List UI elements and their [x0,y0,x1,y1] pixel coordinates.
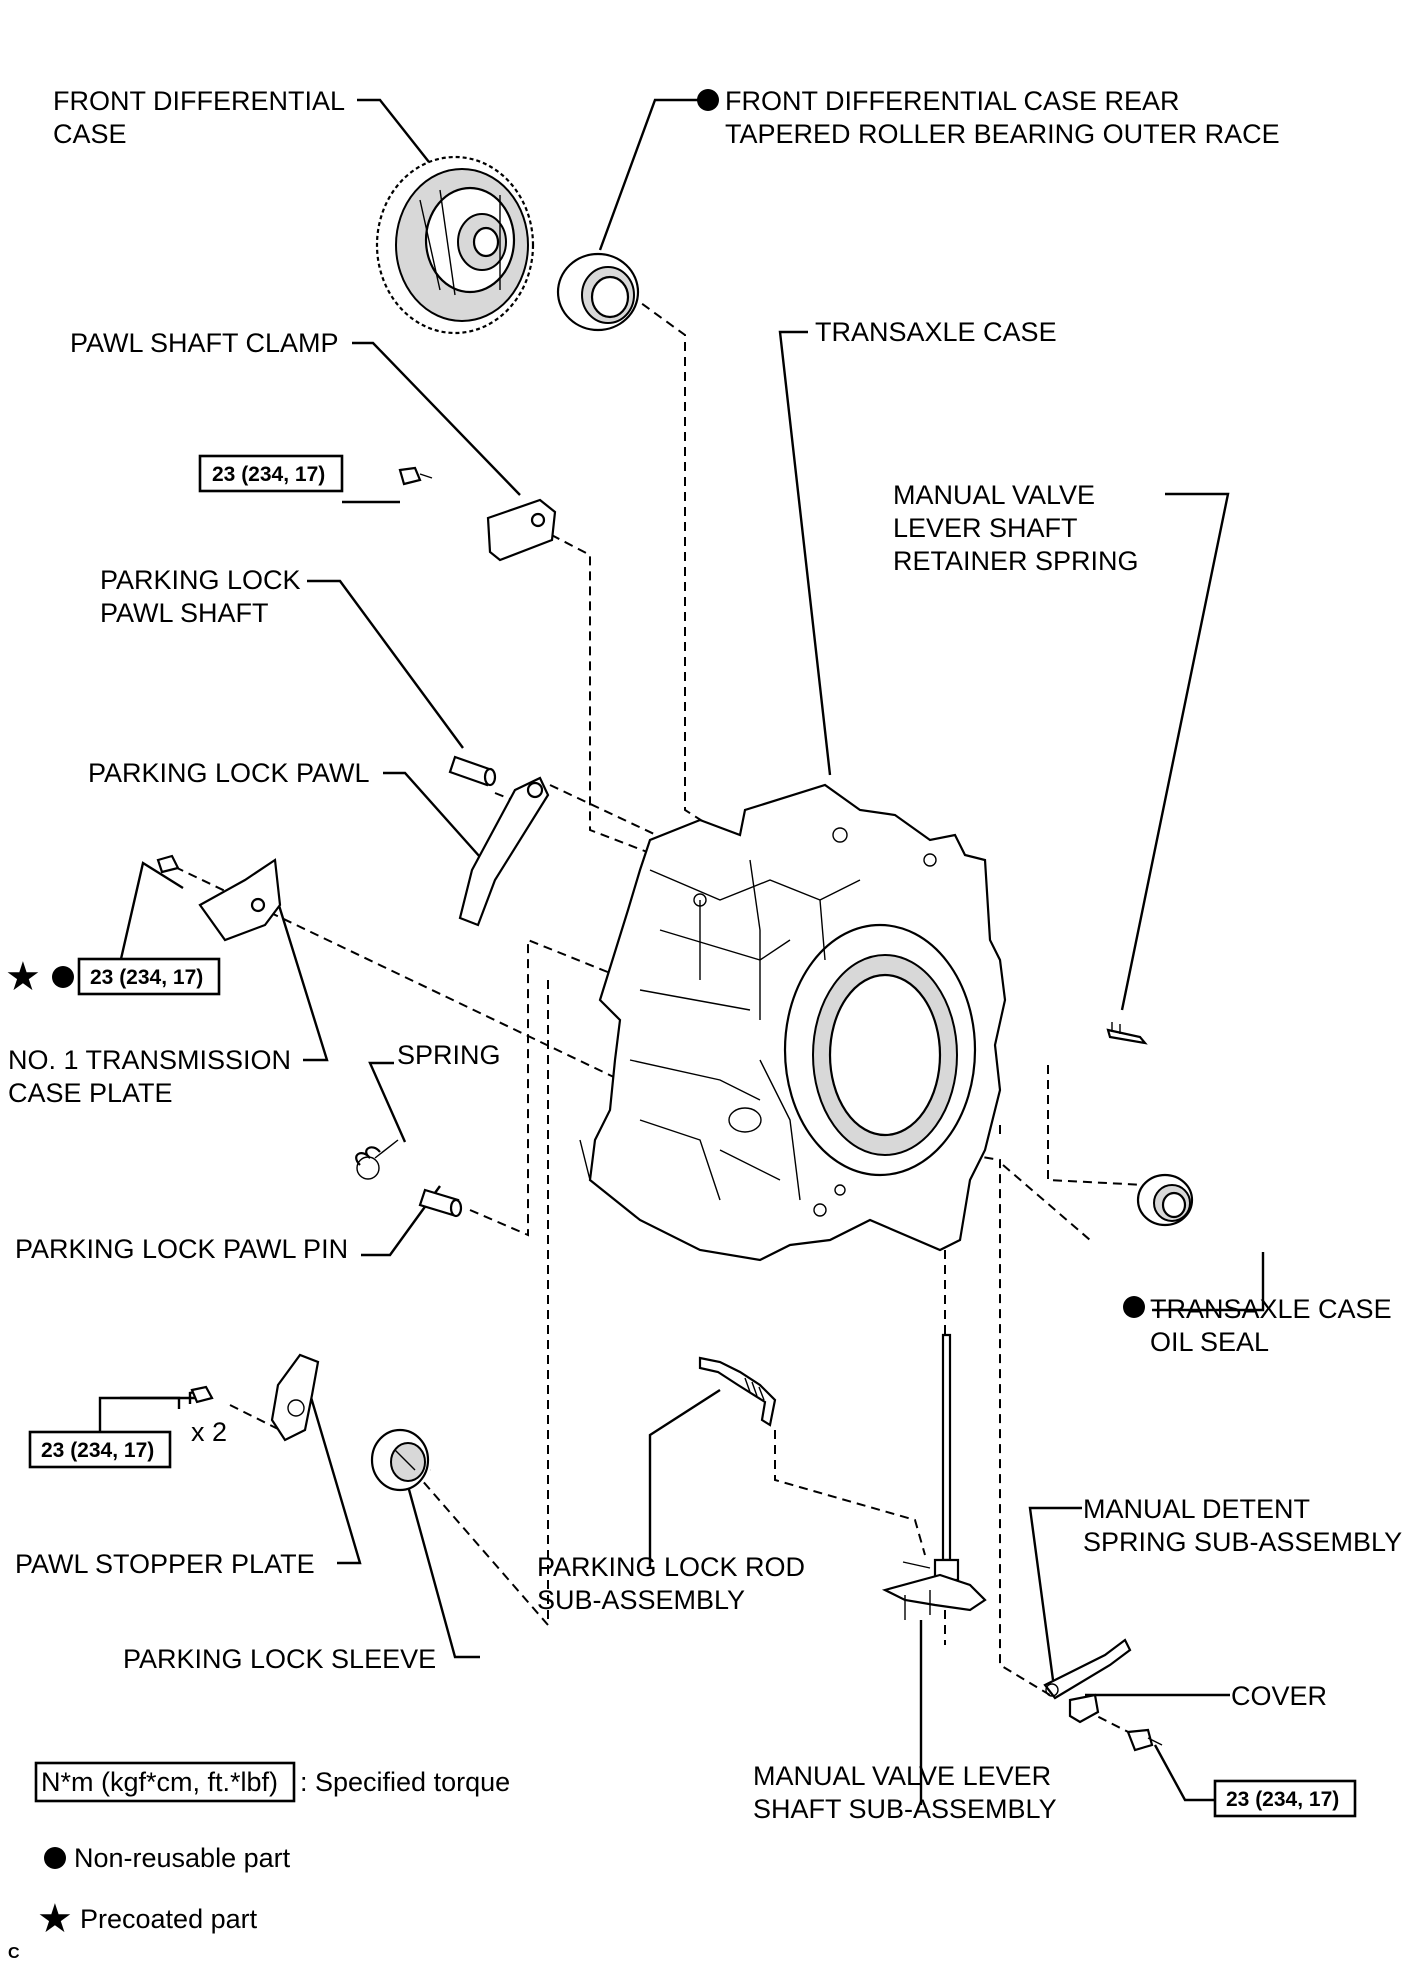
label-pawl-stopper-plate: PAWL STOPPER PLATE [15,1549,315,1579]
bearing-outer-race-part [556,252,640,332]
label-retainer-spring-3: RETAINER SPRING [893,546,1139,576]
label-parking-lock-rod-2: SUB-ASSEMBLY [537,1585,745,1615]
leader-lines [98,98,1265,1805]
no1-case-plate-part [156,854,282,942]
legend-non-reusable: Non-reusable part [74,1843,291,1873]
torque-cover-bolt: 23 (234, 17) [1226,1788,1339,1811]
label-front-differential-case-2: CASE [53,119,127,149]
manual-valve-lever-shaft-part [881,1333,987,1620]
cover-part [1068,1693,1163,1752]
label-transaxle-case: TRANSAXLE CASE [815,317,1057,347]
spring-part [355,1139,399,1180]
label-oil-seal-2: OIL SEAL [1150,1327,1269,1357]
label-retainer-spring-1: MANUAL VALVE [893,480,1095,510]
label-detent-spring-1: MANUAL DETENT [1083,1494,1310,1524]
non-reusable-bullet-icon [52,966,74,988]
label-retainer-spring-2: LEVER SHAFT [893,513,1078,543]
parking-lock-sleeve-part [370,1428,430,1492]
non-reusable-bullet-icon [697,89,719,111]
transaxle-case-oil-seal-part [1136,1173,1194,1227]
label-parking-lock-rod-1: PARKING LOCK ROD [537,1552,805,1582]
torque-box-cover [1213,1779,1357,1818]
part-labels: FRONT DIFFERENTIAL CASE FRONT DIFFERENTI… [8,86,1402,1824]
label-pawl-shaft-clamp: PAWL SHAFT CLAMP [70,328,339,358]
front-differential-case-part [375,155,535,335]
torque-box-stopper [28,1430,172,1469]
label-parking-lock-sleeve: PARKING LOCK SLEEVE [123,1644,436,1674]
label-front-differential-case-1: FRONT DIFFERENTIAL [53,86,345,116]
legend-torque-box [34,1761,296,1803]
corner-mark: C [8,1945,20,1962]
torque-stopper-plate-bolt: 23 (234, 17) [41,1439,154,1462]
non-reusable-bullet-icon [1123,1296,1145,1318]
legend: N*m (kgf*cm, ft.*lbf) : Specified torque… [8,1761,510,1962]
label-lever-shaft-2: SHAFT SUB-ASSEMBLY [753,1794,1057,1824]
precoated-star-icon: ★ [5,955,41,999]
label-detent-spring-2: SPRING SUB-ASSEMBLY [1083,1527,1402,1557]
torque-clamp-bolt: 23 (234, 17) [212,463,325,486]
label-cover: COVER [1231,1681,1327,1711]
torque-box-case-plate [77,957,221,996]
legend-torque-units: N*m (kgf*cm, ft.*lbf) [41,1767,278,1797]
quantity-multiplier: x 2 [191,1417,227,1447]
label-oil-seal-1: TRANSAXLE CASE [1150,1294,1392,1324]
torque-specs: 23 (234, 17) ★ 23 (234, 17) 23 (234, 17)… [5,454,1357,1818]
label-case-plate-1: NO. 1 TRANSMISSION [8,1045,291,1075]
label-lever-shaft-1: MANUAL VALVE LEVER [753,1761,1051,1791]
torque-case-plate-bolt: 23 (234, 17) [90,966,203,989]
parking-lock-pawl-shaft-part [448,755,497,787]
label-case-plate-2: CASE PLATE [8,1078,173,1108]
non-reusable-bullet-icon [44,1847,66,1869]
pawl-stopper-plate-part [190,1353,320,1442]
transaxle-case-part [579,783,1007,1262]
parking-lock-pawl-part [458,776,550,927]
label-pawl-shaft-2: PAWL SHAFT [100,598,269,628]
label-bearing-race-1: FRONT DIFFERENTIAL CASE REAR [725,86,1180,116]
pawl-shaft-clamp-part [398,466,557,562]
precoated-star-icon: ★ [37,1897,73,1941]
parking-lock-pawl-pin-part [418,1188,463,1218]
parking-lock-rod-part [698,1356,777,1427]
legend-torque-text: : Specified torque [300,1767,510,1797]
label-pawl-pin: PARKING LOCK PAWL PIN [15,1234,348,1264]
label-parking-lock-pawl: PARKING LOCK PAWL [88,758,370,788]
manual-detent-spring-part [1043,1638,1132,1700]
torque-box-clamp [198,454,344,493]
label-spring: SPRING [397,1040,501,1070]
label-pawl-shaft-1: PARKING LOCK [100,565,301,595]
legend-precoated: Precoated part [80,1904,258,1934]
label-bearing-race-2: TAPERED ROLLER BEARING OUTER RACE [725,119,1280,149]
retainer-spring-part [1106,1022,1148,1045]
